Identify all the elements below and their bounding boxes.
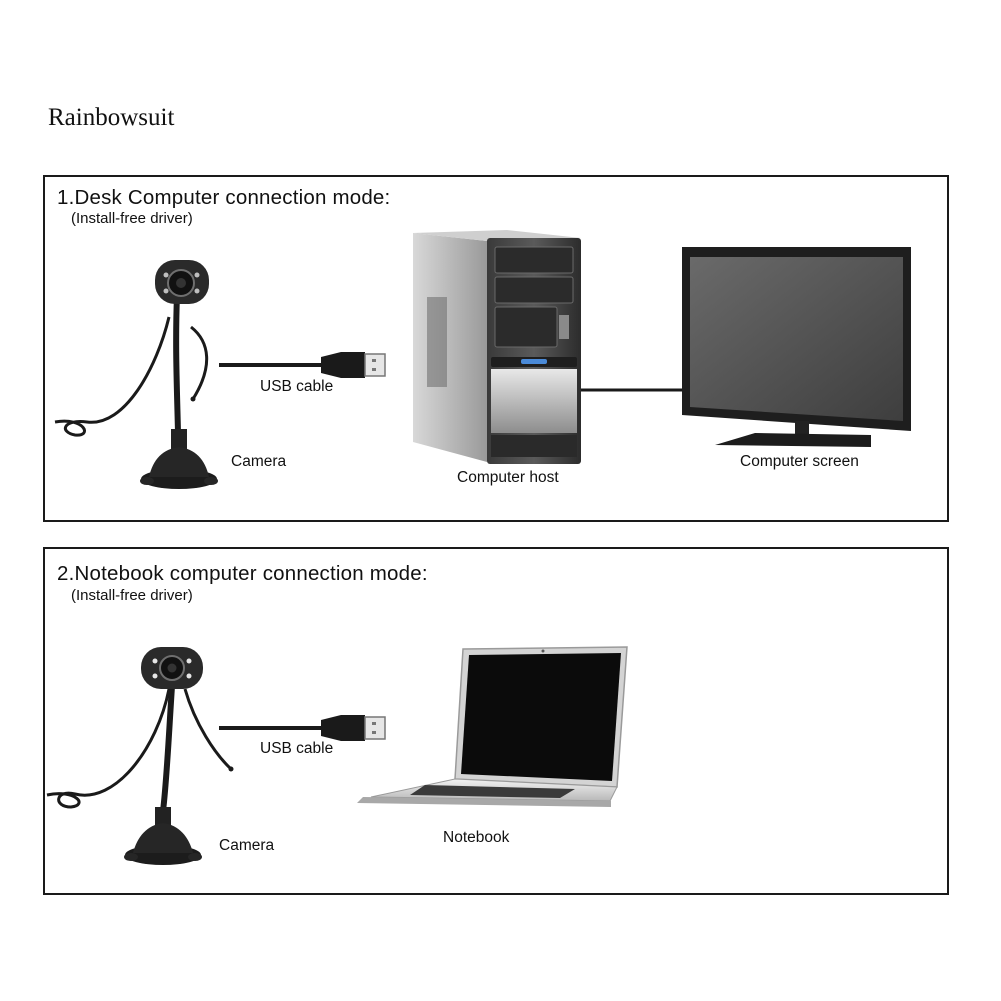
desk-host-label: Computer host: [457, 469, 559, 486]
desk-connection-panel: 1.Desk Computer connection mode: (Instal…: [43, 175, 949, 522]
desk-camera-label: Camera: [231, 453, 287, 470]
notebook-panel-subtitle: (Install-free driver): [71, 587, 193, 604]
brand-name: Rainbowsuit: [48, 104, 175, 131]
notebook-panel-title: 2.Notebook computer connection mode:: [57, 562, 428, 585]
usb-plug-icon: [321, 715, 386, 741]
webcam-icon: [46, 647, 234, 865]
monitor-icon: [682, 247, 911, 447]
usb-plug-icon: [321, 352, 386, 378]
desk-screen-label: Computer screen: [740, 453, 859, 470]
notebook-usb-label: USB cable: [260, 740, 334, 757]
notebook-laptop-label: Notebook: [443, 829, 510, 846]
notebook-camera-label: Camera: [219, 837, 275, 854]
desk-diagram: [54, 230, 911, 489]
desk-panel-title: 1.Desk Computer connection mode:: [57, 186, 391, 209]
laptop-icon: [357, 646, 628, 807]
notebook-diagram: [46, 646, 628, 865]
notebook-connection-panel: 2.Notebook computer connection mode: (In…: [43, 547, 949, 895]
webcam-icon: [54, 260, 218, 489]
desk-usb-label: USB cable: [260, 378, 334, 395]
computer-tower-icon: [413, 230, 581, 464]
desk-panel-subtitle: (Install-free driver): [71, 210, 193, 227]
